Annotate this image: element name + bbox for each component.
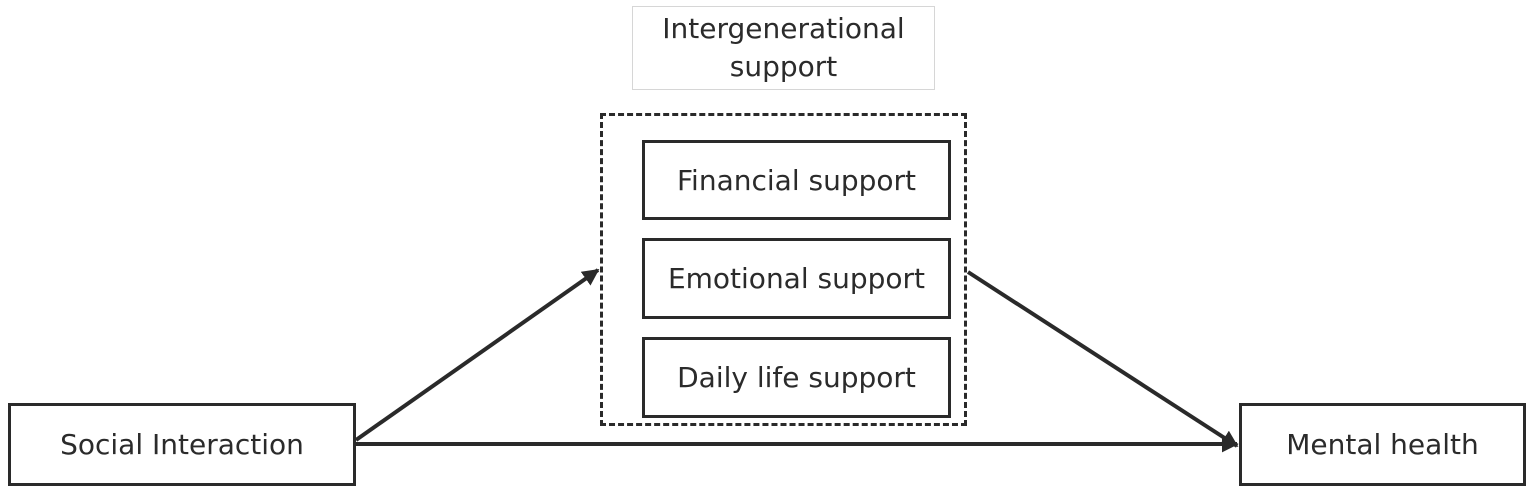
financial-support-label: Financial support — [676, 163, 916, 197]
mental-health-box: Mental health — [1239, 403, 1526, 486]
daily-life-support-label: Daily life support — [677, 361, 916, 394]
financial-support-box: Financial support — [642, 140, 951, 220]
arrow-social-to-mediator — [354, 268, 600, 442]
mediator-title-text: Intergenerational support — [662, 12, 905, 83]
social-interaction-label: Social Interaction — [60, 428, 304, 461]
emotional-support-box: Emotional support — [642, 238, 951, 319]
emotional-support-label: Emotional support — [667, 262, 926, 295]
mediator-title: Intergenerational support — [632, 6, 935, 90]
social-interaction-box: Social Interaction — [8, 403, 356, 486]
arrow-mediator-to-mental — [966, 270, 1239, 448]
daily-life-support-box: Daily life support — [642, 337, 951, 418]
mediator-group-dashed-box — [600, 113, 967, 426]
mental-health-label: Mental health — [1286, 428, 1479, 461]
